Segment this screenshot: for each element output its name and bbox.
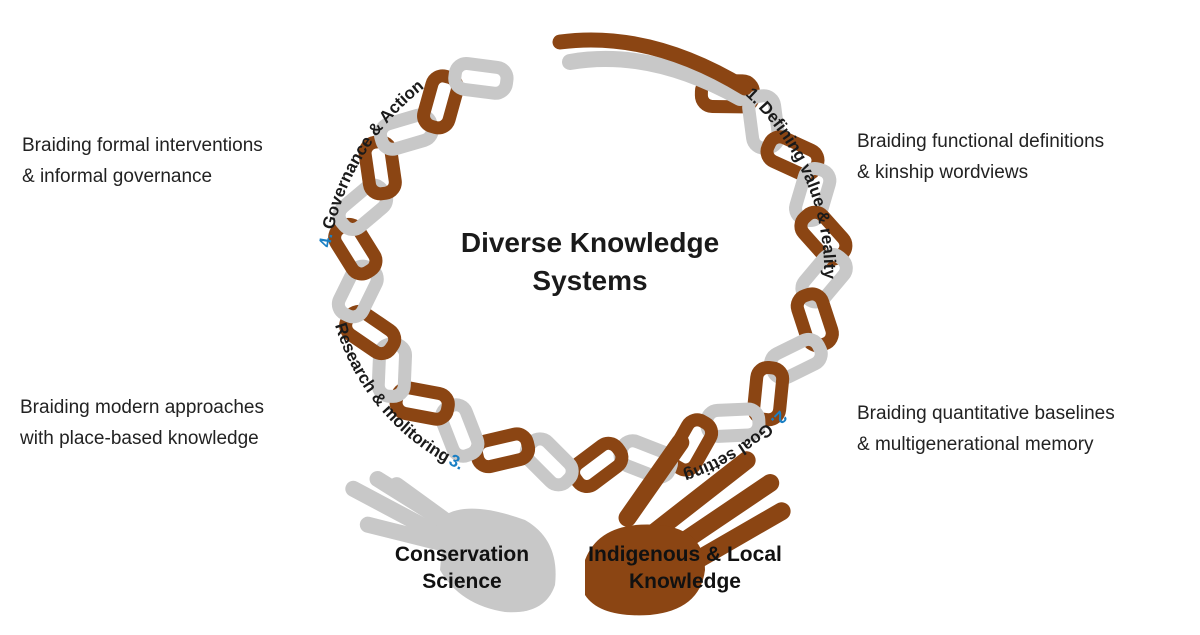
braid-clasp <box>552 32 753 106</box>
braid-link <box>567 436 629 494</box>
braid-link <box>417 69 464 135</box>
braid-link <box>448 57 514 100</box>
indigenous-local-knowledge-hand <box>585 433 791 616</box>
braided-ring <box>328 57 853 494</box>
description-goal-setting: Braiding quantitative baselines & multig… <box>857 403 1115 455</box>
conservation-science-label: Conservation Science <box>394 543 530 593</box>
diagram-title: Diverse Knowledge Systems <box>460 227 720 296</box>
description-defining-value: Braiding functional definitions & kinshi… <box>857 131 1105 183</box>
braid-link <box>747 360 790 427</box>
indigenous-knowledge-label: Indigenous & Local Knowledge <box>588 543 782 593</box>
description-research: Braiding modern approaches with place-ba… <box>20 397 264 449</box>
description-governance: Braiding formal interventions & informal… <box>22 135 263 187</box>
conservation-science-hand <box>345 471 556 613</box>
